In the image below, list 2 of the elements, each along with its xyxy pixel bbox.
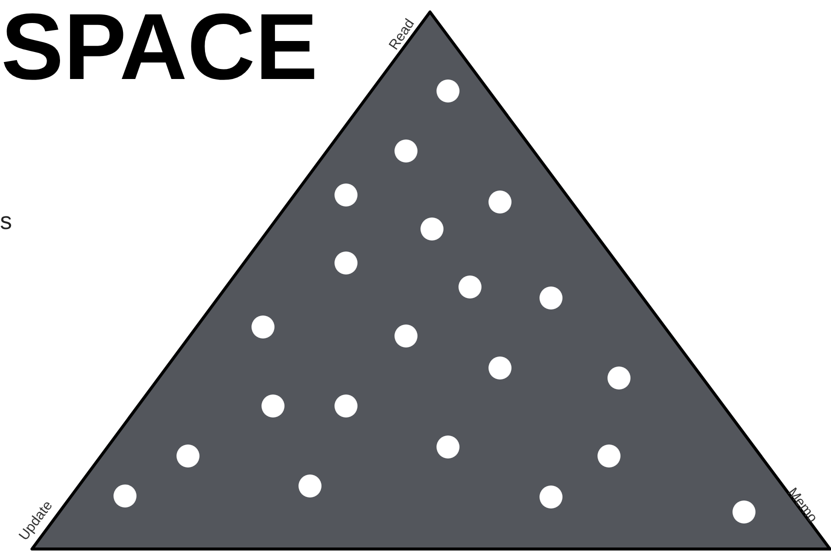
- slide-title: SPACE: [1, 0, 318, 94]
- side-text: s: [0, 208, 12, 236]
